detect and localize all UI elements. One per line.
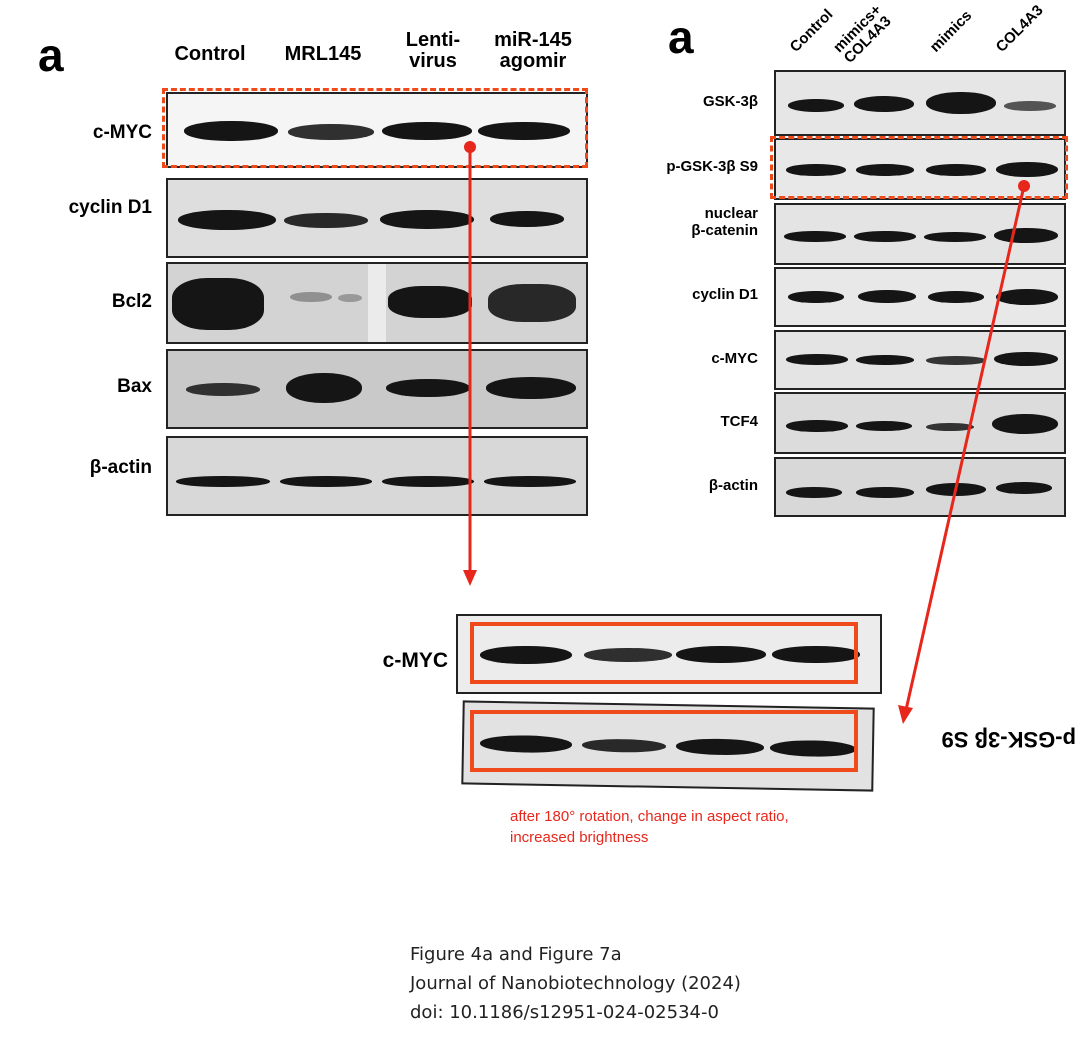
right-row-label-pgsk3b: p-GSK-3β S9 [666,158,758,175]
band [286,373,362,403]
band [994,352,1058,366]
left-row-label-bactin: β-actin [89,457,152,478]
left-row-label-bcl2: Bcl2 [111,291,152,312]
band [184,121,278,141]
right-pgsk3b-highlight [770,136,1068,199]
citation-line-3: doi: 10.1186/s12951-024-02534-0 [410,1002,719,1023]
band [280,476,372,487]
left-col-agomir: miR-145 agomir [494,29,572,72]
band [856,487,914,498]
band [856,355,914,365]
band [926,164,986,176]
blot-gap [368,264,386,342]
band [382,476,474,487]
band [1004,101,1056,111]
band [856,164,914,176]
arrow-left-to-comparison [463,141,477,586]
band [784,231,846,242]
band [924,232,986,242]
left-cmyc-highlight [162,88,588,168]
band [854,231,916,242]
band [176,476,270,487]
right-blot-cmyc [774,330,1066,390]
band [288,124,374,140]
band [926,92,996,114]
right-panel-letter: a [668,11,694,63]
band [928,291,984,303]
band [926,423,974,431]
right-row-label-bactin: β-actin [708,477,758,494]
band [480,646,572,664]
band [854,96,914,112]
band [676,646,766,663]
band [996,162,1058,177]
right-row-label-nuclear-bcatenin: nuclear β-catenin [691,205,758,240]
band [382,122,472,140]
band [772,646,860,663]
left-col-control: Control [174,43,246,65]
right-blot-tcf4 [774,392,1066,454]
right-blot-gsk3b [774,70,1066,136]
left-panel-letter: a [38,29,64,81]
band [284,213,368,228]
band [786,354,848,365]
band [994,228,1058,243]
band [486,377,576,399]
band [186,383,260,396]
band [786,164,846,176]
citation-line-2: Journal of Nanobiotechnology (2024) [410,973,741,994]
right-blot-bactin [774,457,1066,517]
band [172,278,264,330]
band [788,291,844,303]
band [178,210,276,230]
left-row-label-cmyc: c-MYC [92,122,152,143]
right-row-label-cmyc: c-MYC [711,350,758,367]
right-blot-pgsk3b [774,138,1066,200]
right-row-label-cyclind1: cyclin D1 [692,286,758,303]
comparison-cmyc-highlight [470,622,858,684]
right-row-label-gsk3b: GSK-3β [703,93,758,110]
band [788,99,844,112]
band [380,210,474,229]
band [388,286,472,318]
left-blot-cyclind1 [166,178,588,258]
band [996,482,1052,494]
band [858,290,916,303]
left-row-label-cyclind1: cyclin D1 [68,197,152,218]
left-blot-bactin [166,436,588,516]
left-blot-bax [166,349,588,429]
left-col-mrl145: MRL145 [284,43,362,65]
band [584,648,672,662]
band [786,420,848,432]
band [992,414,1058,434]
band [996,289,1058,305]
band [490,211,564,227]
band [926,356,986,365]
comparison-label-cmyc: c-MYC [382,649,448,672]
left-col-lentivirus: Lenti- virus [405,29,461,72]
left-blot-bcl2 [166,262,588,344]
band [484,476,576,487]
left-blot-cmyc [166,92,588,168]
band [386,379,470,397]
comparison-note: after 180° rotation, change in aspect ra… [510,808,789,846]
citation-line-1: Figure 4a and Figure 7a [410,944,622,965]
right-row-label-tcf4: TCF4 [720,413,759,430]
band [488,284,576,322]
band [786,487,842,498]
left-row-label-bax: Bax [117,376,152,397]
comparison-pgsk3b-highlight [470,710,858,772]
band [338,294,362,302]
band [478,122,570,140]
right-blot-cyclind1 [774,267,1066,327]
band [290,292,332,302]
arrow-right-to-comparison [898,180,1030,724]
band [856,421,912,431]
